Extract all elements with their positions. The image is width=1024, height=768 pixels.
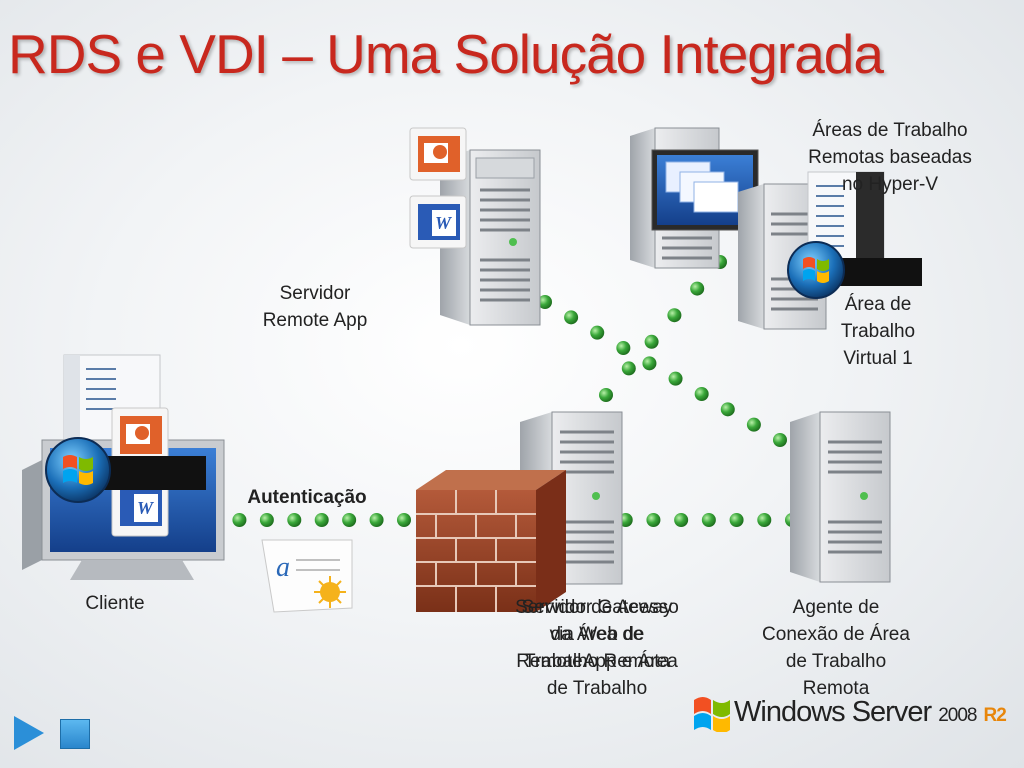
connection-dot (621, 361, 636, 376)
label-line: via Web de (549, 624, 645, 645)
product-name: Windows Server (734, 696, 932, 728)
svg-text:a: a (276, 552, 290, 583)
label-line: Virtual 1 (843, 348, 913, 369)
label-client: Cliente (85, 593, 145, 614)
connection-dot (564, 310, 579, 325)
word-icon: W (409, 195, 467, 249)
connection-dot (538, 295, 552, 309)
label-line: Conexão de Área (762, 624, 910, 645)
connection-dot (314, 513, 329, 527)
connection-dot (644, 334, 659, 349)
connection-dot (616, 341, 631, 355)
connection-dot (757, 513, 772, 527)
connection-dot (642, 356, 657, 371)
connection-dot (232, 513, 247, 527)
connection-dot (590, 325, 605, 340)
label-line: Servidor Gateway (521, 597, 673, 618)
label-remote-app-server: Servidor Remote App (240, 280, 390, 334)
svg-text:W: W (137, 498, 155, 518)
connection-dot (694, 387, 709, 401)
connection-dot (397, 513, 411, 527)
label-line: de Trabalho (785, 651, 887, 672)
word-icon: W (111, 479, 169, 537)
label-line: Remota (802, 678, 870, 699)
windows-flag-icon (694, 697, 730, 732)
label-connection-broker: Agente de Conexão de Área de Trabalho Re… (736, 594, 936, 702)
windows-logo-icon (45, 437, 111, 503)
connection-dot (720, 402, 735, 417)
connection-dot (667, 308, 682, 323)
powerpoint-icon (111, 407, 169, 465)
product-edition: R2 (983, 705, 1007, 726)
connection-dot (729, 513, 744, 527)
label-line: RemoteApp e Área (516, 651, 678, 672)
label-line: Servidor de Acesso (515, 597, 679, 618)
monitor-icon (651, 149, 759, 231)
connection-dot (690, 281, 705, 296)
label-virtual-desktops: Áreas de Trabalho Remotas baseadas no Hy… (790, 117, 990, 198)
server-icon (790, 411, 891, 583)
connection-dot (746, 417, 761, 432)
connection-dot (287, 513, 302, 527)
label-line: de Trabalho (546, 678, 648, 699)
label-web-access-server: Servidor de Acesso via Web de RemoteApp … (492, 594, 702, 702)
stop-icon[interactable] (60, 719, 90, 749)
label-line: no Hyper-V (841, 174, 939, 195)
label-line: Áreas de Trabalho (812, 120, 968, 141)
label-line: Servidor (279, 283, 351, 304)
connection-dot (668, 371, 683, 386)
powerpoint-icon (409, 127, 467, 181)
play-icon[interactable] (14, 716, 44, 750)
label-line: Trabalho (840, 321, 916, 342)
connection-dot (369, 513, 384, 527)
label-line: Remotas baseadas (808, 147, 972, 168)
svg-text:W: W (435, 213, 453, 233)
product-version: 2008 (938, 705, 977, 726)
label-line: Trabalho Remota (523, 651, 671, 672)
label-line: Agente de (792, 597, 880, 618)
connection-dot (599, 388, 613, 402)
label-line: da Área de (550, 624, 644, 645)
slide-title: RDS e VDI – Uma Solução Integrada (8, 23, 884, 85)
connection-dot (342, 513, 357, 527)
label-gateway-server: Servidor Gateway da Área de Trabalho Rem… (492, 594, 702, 675)
label-line: Área de (844, 294, 912, 315)
windows-server-logo: Windows Server 2008 R2 (692, 690, 1007, 732)
label-line: Remote App (262, 310, 368, 331)
label-virtual-desktop-1: Área de Trabalho Virtual 1 (818, 291, 938, 372)
certificate-icon: a (261, 539, 353, 613)
connection-dot (701, 513, 716, 527)
windows-logo-icon (787, 241, 845, 299)
label-authentication: Autenticação (247, 487, 367, 508)
firewall-icon (416, 470, 566, 612)
connection-dot (646, 513, 661, 527)
windows-server-wordmark: Windows Server 2008 R2 (734, 696, 1007, 729)
connection-dot (674, 513, 689, 527)
connection-dot (773, 433, 787, 447)
connection-dot (259, 513, 274, 527)
